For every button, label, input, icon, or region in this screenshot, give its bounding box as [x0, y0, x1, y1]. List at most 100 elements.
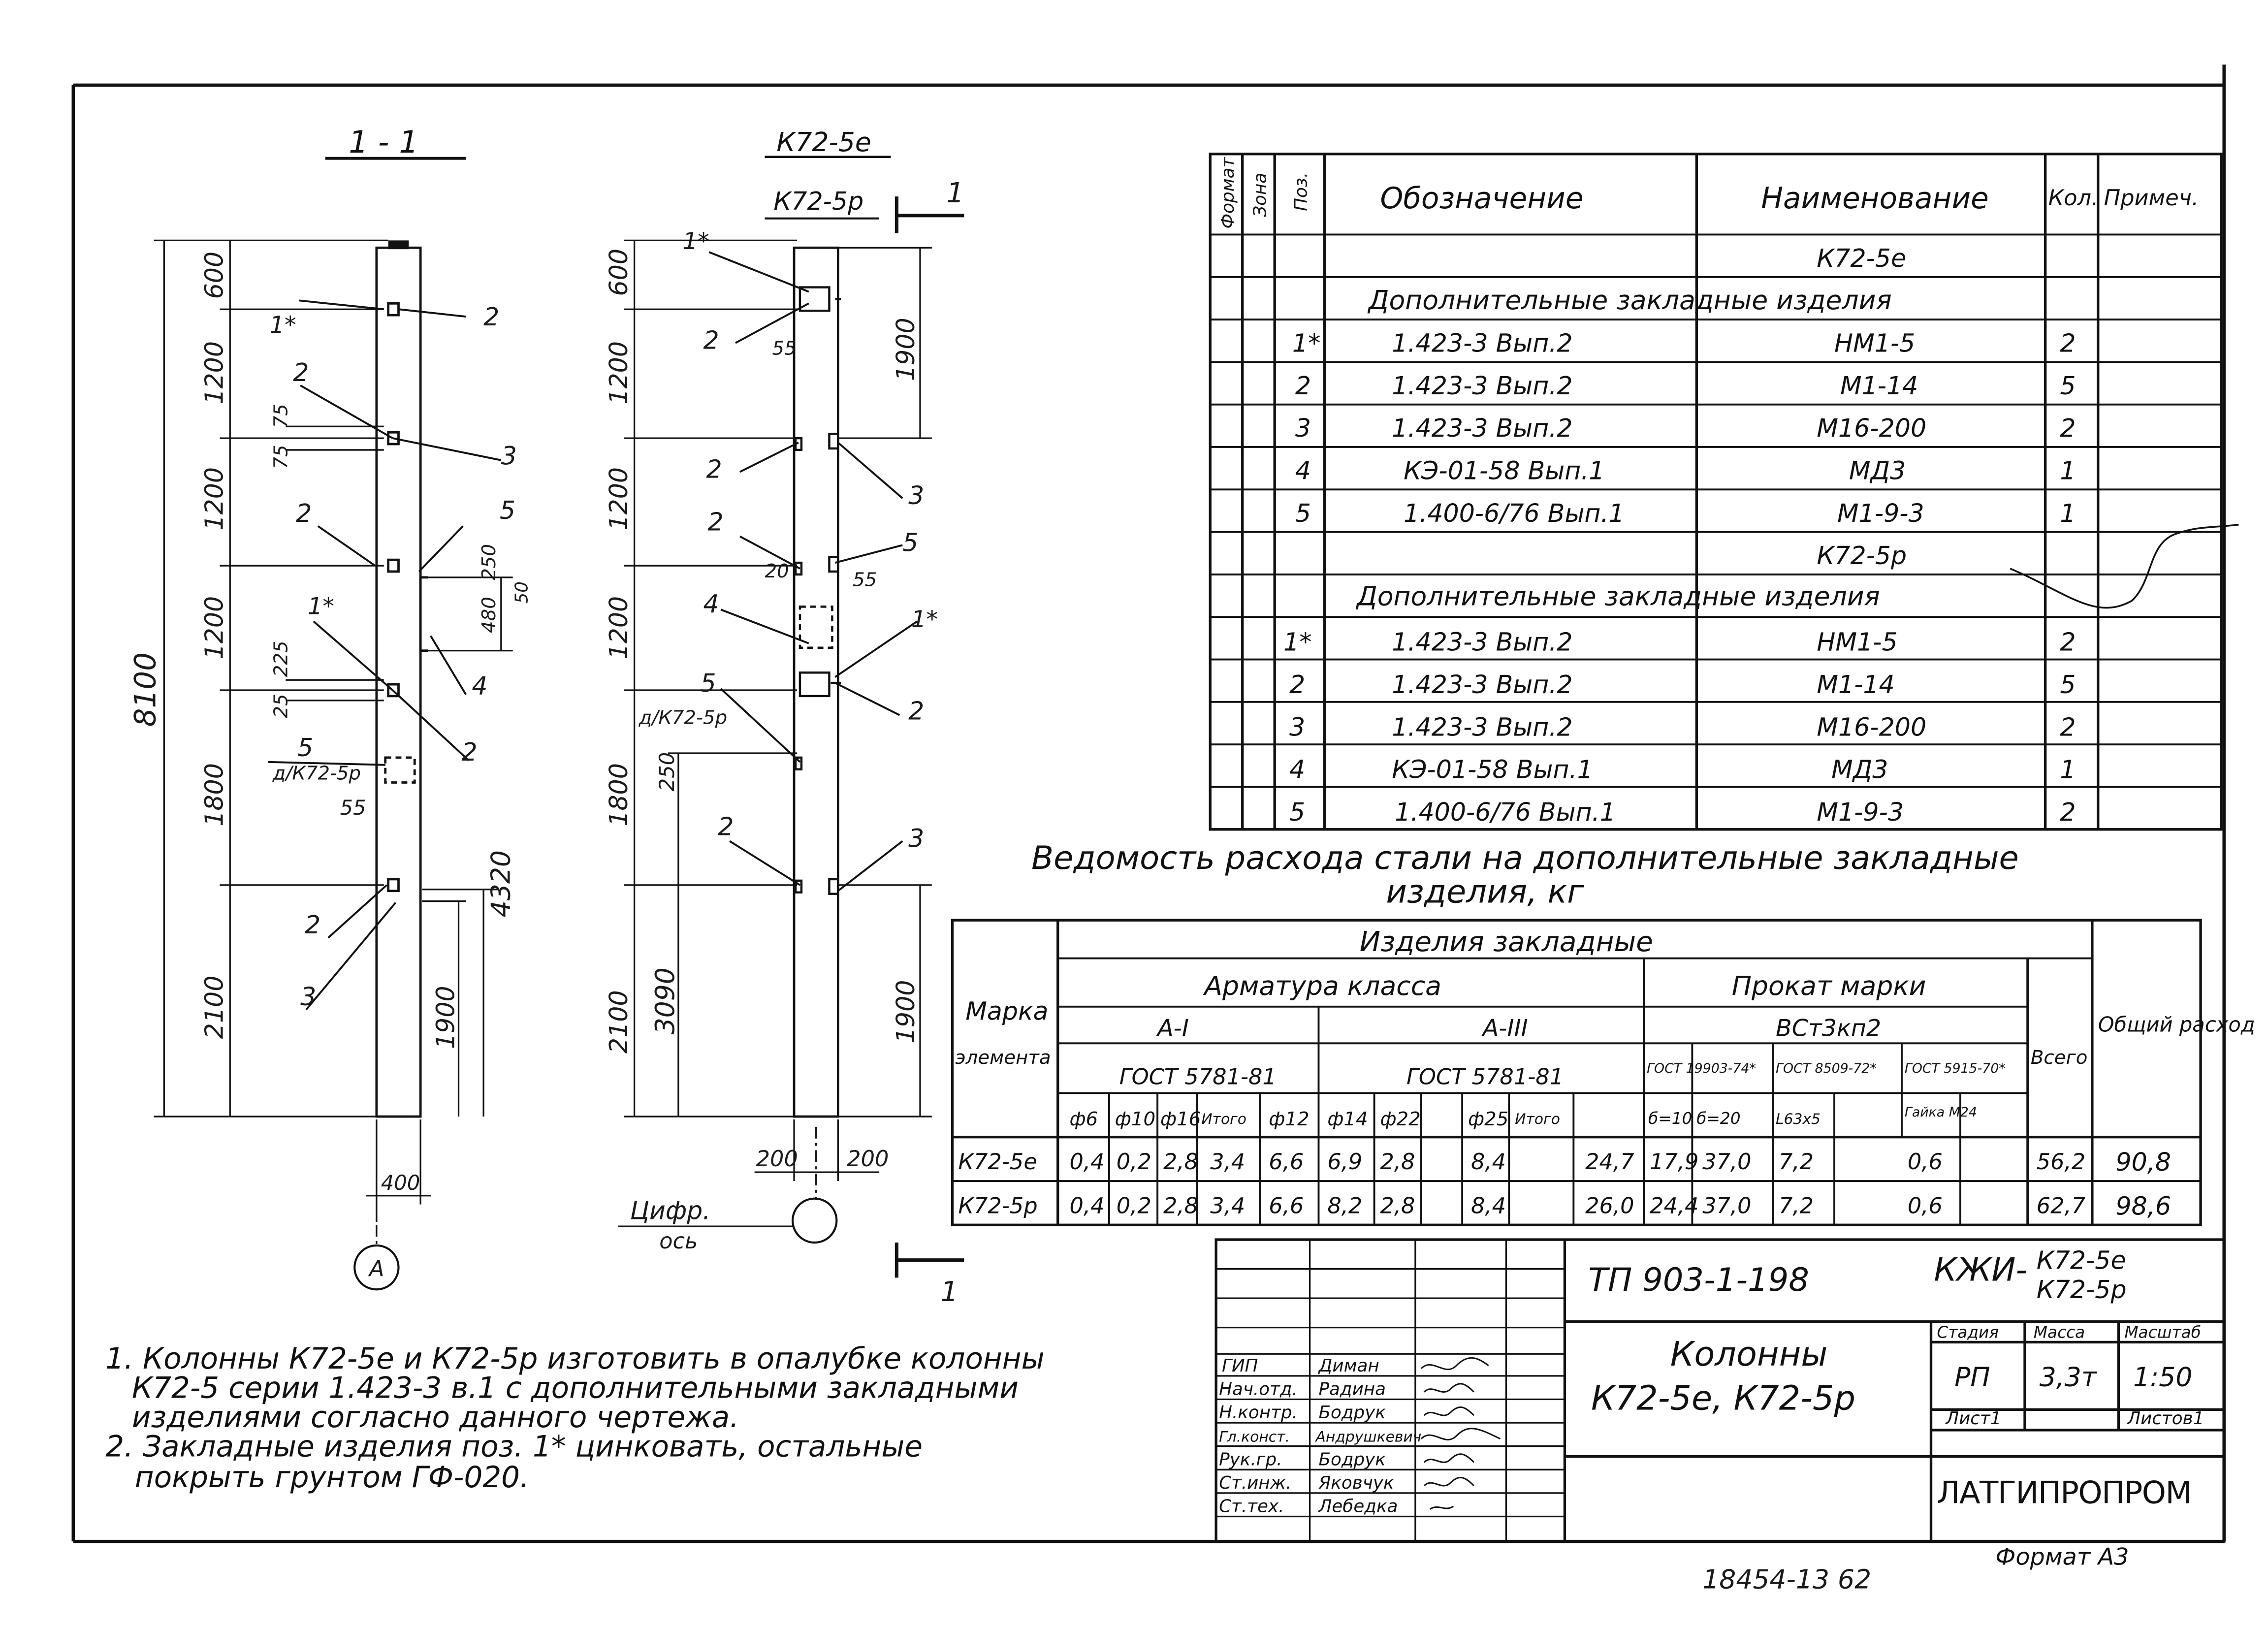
sub-nut: Гайка М24: [1905, 1105, 1977, 1120]
steel-header-gost-r3: ГОСТ 5915-70*: [1905, 1061, 2006, 1076]
callout-2: 2: [461, 737, 477, 766]
sub-d6: ф6: [1070, 1108, 1098, 1130]
steel-cell: 37,0: [1702, 1193, 1751, 1218]
dimension-225: 225: [270, 640, 292, 677]
bottom-dimension: 200: [756, 1146, 798, 1172]
header-designation: Обозначение: [1380, 182, 1583, 216]
sheet-format: Формат А3: [1995, 1544, 2129, 1571]
callout-1star: 1*: [911, 606, 938, 633]
steel-header-armature: Арматура класса: [1203, 970, 1441, 1001]
steel-cell: 3,4: [1210, 1149, 1245, 1175]
steel-cell: 0,4: [1070, 1193, 1105, 1218]
callout-2: 2: [703, 326, 719, 355]
steel-header-mark-2: элемента: [955, 1047, 1051, 1069]
spec-pos: 1*: [1292, 329, 1320, 358]
steel-row-1: К72-5е 0,4 0,2 2,8 3,4 6,6 6,9 2,8 8,4 2…: [958, 1148, 2171, 1177]
signatory-name: Радина: [1318, 1379, 1386, 1400]
header-format: Формат: [1218, 157, 1238, 228]
spec-name: МД3: [1849, 456, 1906, 485]
callout-5: 5: [500, 496, 515, 525]
dimension-1200: 1200: [199, 596, 228, 660]
sub-d10: ф10: [1115, 1108, 1155, 1130]
project-number: ТП 903-1-198: [1588, 1261, 1809, 1299]
spec-designation: 1.423-3 Вып.2: [1392, 329, 1572, 358]
signatory-role: Н.контр.: [1219, 1403, 1298, 1423]
mass-header: Масса: [2034, 1323, 2085, 1341]
dimension-600: 600: [604, 249, 633, 296]
bottom-dimension: 200: [847, 1146, 889, 1172]
stage-value: РП: [1954, 1362, 1990, 1393]
group-title: Дополнительные закладные изделия: [1356, 580, 1880, 611]
axis-note: ось: [659, 1228, 698, 1254]
note-line: покрыть грунтом ГФ-020.: [135, 1461, 529, 1495]
steel-cell: 0,6: [1908, 1149, 1943, 1175]
steel-cell: 24,4: [1650, 1193, 1698, 1218]
sub-d14: ф14: [1327, 1108, 1368, 1130]
dimension-75: 75: [270, 445, 292, 469]
signatory-name: Яковчук: [1318, 1473, 1394, 1493]
axis-note: Цифр.: [630, 1196, 711, 1225]
callout-1star: 1*: [308, 593, 334, 620]
dimension-2100: 2100: [199, 976, 228, 1039]
steel-cell: 2,8: [1380, 1149, 1415, 1175]
section-title: 1 - 1: [349, 124, 418, 160]
callout-5: 5: [902, 528, 918, 557]
spec-name: М16-200: [1817, 414, 1926, 443]
dimension-55: 55: [340, 796, 366, 820]
steel-cell: 6,6: [1269, 1193, 1304, 1218]
width-dimension: 400: [381, 1171, 420, 1195]
spec-qty: 2: [2060, 798, 2076, 827]
drawing-code-mark-2: К72-5р: [2037, 1275, 2127, 1304]
callout-2: 2: [293, 358, 309, 387]
dimension-1200: 1200: [199, 467, 228, 531]
spec-qty: 5: [2060, 670, 2076, 699]
steel-header-total: Всего: [2031, 1047, 2088, 1069]
right-view: К72-5е К72-5р 1: [604, 127, 964, 1308]
revision-squiggle: [2010, 523, 2239, 609]
dimension-1200: 1200: [604, 467, 633, 531]
steel-cell: 0,2: [1117, 1149, 1151, 1175]
dimension-2100: 2100: [604, 990, 633, 1053]
callout-1star: 1*: [683, 228, 709, 255]
callout-5: 5: [297, 733, 313, 762]
embedded-parts: [794, 286, 841, 895]
dimension-250: 250: [655, 752, 679, 792]
header-pos: Поз.: [1291, 172, 1311, 211]
signatory-role: Ст.инж.: [1219, 1473, 1291, 1493]
steel-cell: 8,2: [1327, 1193, 1362, 1218]
axis-bubble: [791, 1197, 838, 1244]
spec-designation: 1.423-3 Вып.2: [1392, 628, 1572, 657]
spec-designation: КЭ-01-58 Вып.1: [1392, 755, 1593, 784]
spec-pos: 3: [1295, 414, 1311, 443]
signatory-role: Ст.тех.: [1219, 1497, 1284, 1517]
steel-row-2: К72-5р 0,4 0,2 2,8 3,4 6,6 8,2 2,8 8,4 2…: [958, 1191, 2171, 1220]
steel-cell: 24,7: [1585, 1149, 1634, 1175]
steel-header-gost-a1: ГОСТ 5781-81: [1119, 1064, 1277, 1090]
steel-cell: 7,2: [1779, 1193, 1814, 1218]
header-note: Примеч.: [2104, 185, 2199, 211]
title-block: ГИП Диман Нач.отд. Радина Н.контр. Бодру…: [1214, 1238, 2226, 1543]
steel-header-gost-r1: ГОСТ 19903-74*: [1647, 1061, 1756, 1076]
dimension-1900: 1900: [891, 980, 920, 1044]
sub-d22: ф22: [1380, 1108, 1420, 1130]
steel-cell: 3,4: [1210, 1193, 1245, 1218]
sub-d25: ф25: [1468, 1108, 1508, 1130]
spec-pos: 1*: [1283, 628, 1311, 657]
header-zone: Зона: [1250, 173, 1270, 217]
steel-cell: 6,9: [1327, 1149, 1362, 1175]
drawing-code-mark-1: К72-5е: [2037, 1246, 2126, 1275]
steel-cell: 6,6: [1269, 1149, 1304, 1175]
embedded-parts: [384, 302, 428, 893]
steel-header-gost-a3: ГОСТ 5781-81: [1406, 1064, 1564, 1090]
dimension-1200: 1200: [604, 341, 633, 405]
signatory-role: Гл.конст.: [1219, 1429, 1290, 1446]
spec-qty: 1: [2060, 755, 2076, 784]
spec-designation: 1.423-3 Вып.2: [1392, 414, 1572, 443]
signatory-role: Нач.отд.: [1219, 1379, 1298, 1400]
dimension-25: 25: [270, 694, 292, 718]
signatory-name: Лебедка: [1317, 1497, 1398, 1517]
steel-cell: 98,6: [2115, 1191, 2171, 1220]
sub-total-a1: Итого: [1201, 1111, 1246, 1128]
spec-designation: 1.423-3 Вып.2: [1392, 670, 1572, 699]
signatory-role: ГИП: [1222, 1356, 1258, 1376]
